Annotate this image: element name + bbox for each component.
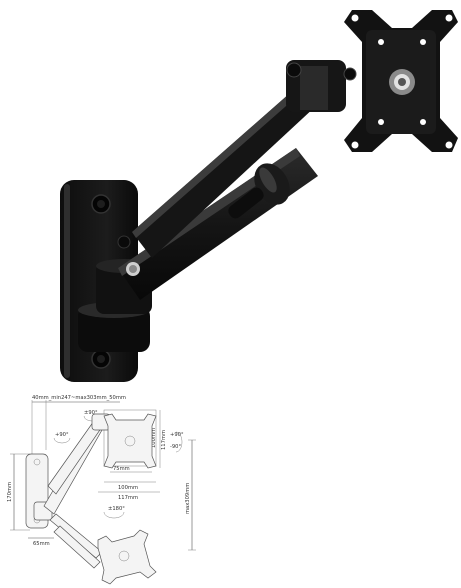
product-photo	[60, 10, 458, 382]
base-65-label: 65mm	[33, 541, 50, 547]
mount-outline-upper	[25, 413, 157, 529]
height-max-label: max309mm	[185, 483, 191, 514]
head-hinge	[286, 60, 357, 112]
vesa-100-v: 100mm	[151, 428, 157, 448]
rot-top-label: ±90°	[84, 410, 98, 416]
rot-180-label: ±180°	[108, 506, 125, 512]
dim-top-width: 40mm_min247~max303mm_50mm	[32, 395, 126, 401]
wall-hinge	[78, 259, 152, 352]
vesa-plate	[344, 10, 458, 152]
dimension-diagram: 40mm_min247~max303mm_50mm ±90° +90° 75mm…	[7, 395, 196, 585]
vesa-117-h: 117mm	[118, 495, 138, 501]
tilt-down-label: -90°	[170, 444, 181, 450]
vesa-117-v: 117mm	[161, 430, 167, 450]
mount-outline-lower: ±180°	[49, 506, 157, 585]
vesa-100-h: 100mm	[118, 485, 138, 491]
tilt-up-label: +90°	[170, 432, 184, 438]
rot-left-label: +90°	[55, 432, 69, 438]
upper-arm	[132, 86, 316, 258]
vesa-75-h: 75mm	[113, 466, 130, 472]
height-170-label: 170mm	[7, 482, 13, 502]
